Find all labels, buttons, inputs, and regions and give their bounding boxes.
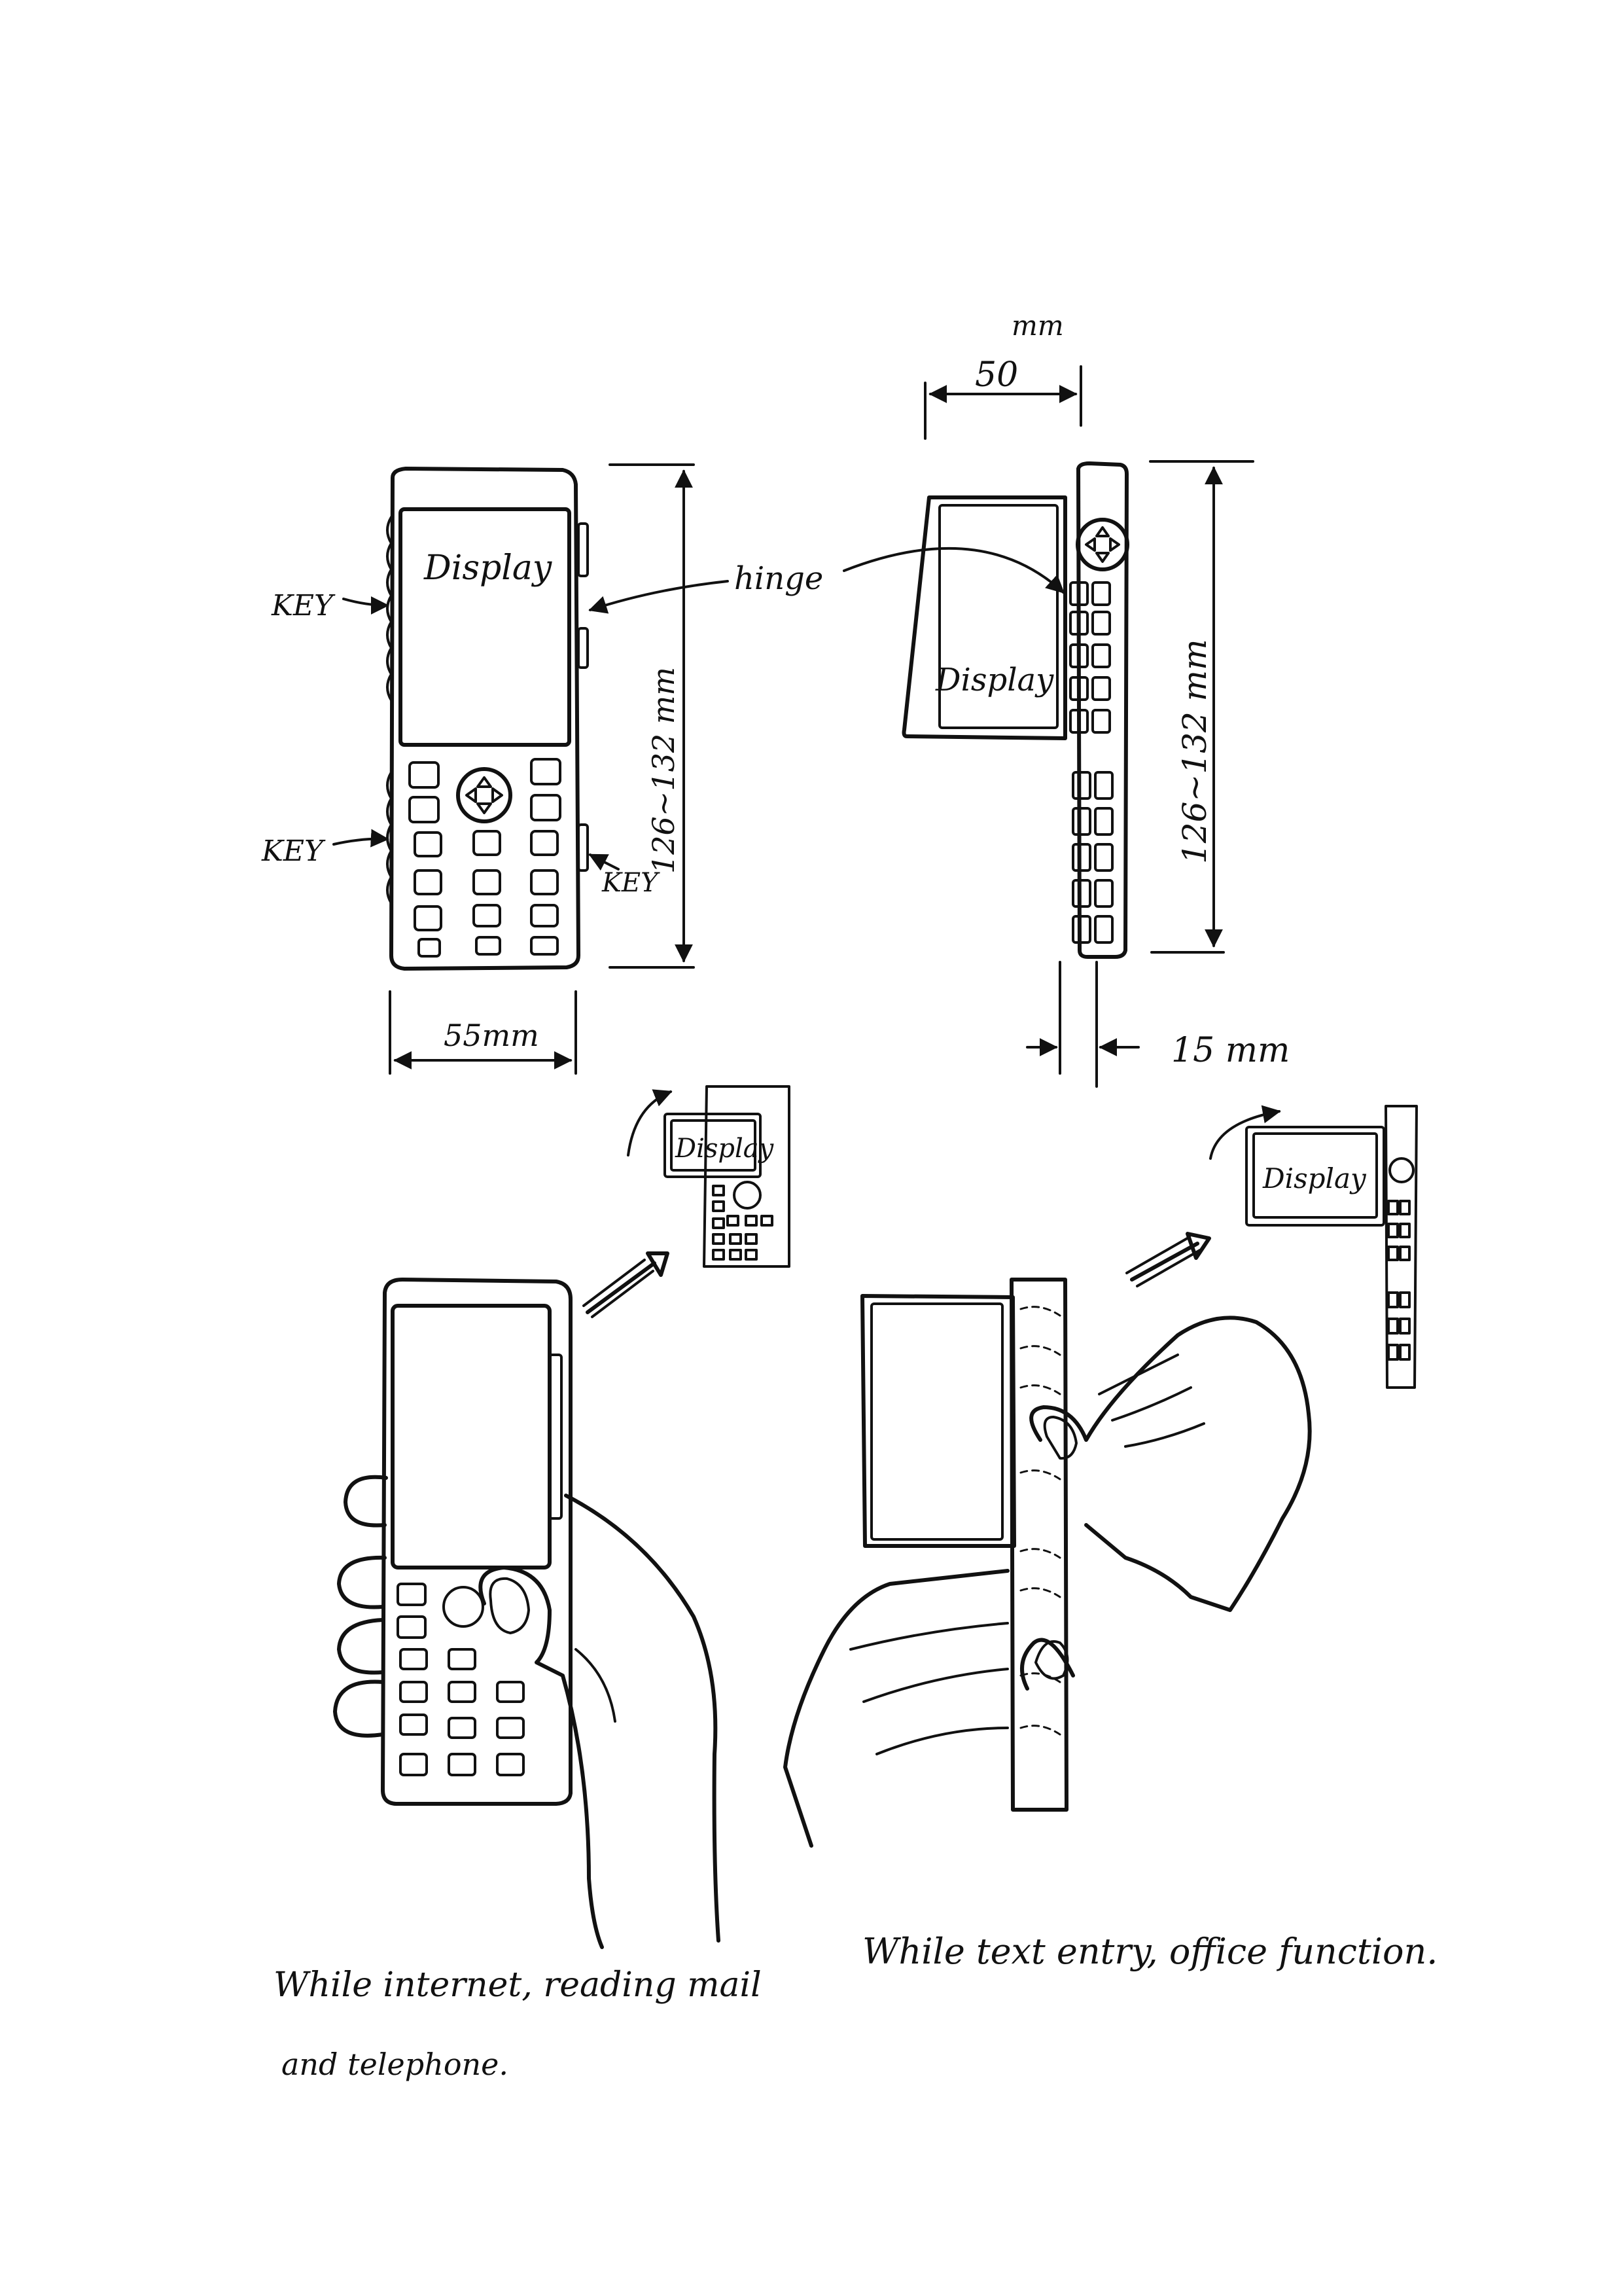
front-width-dimension: 55mm bbox=[389, 990, 577, 1075]
front-width-label: 55mm bbox=[444, 1018, 539, 1053]
front-nav-pad bbox=[456, 767, 512, 823]
front-height-dimension: 126~132 mm bbox=[609, 463, 695, 969]
front-display-label: Display bbox=[423, 548, 552, 588]
hand-holding-phone-sketch bbox=[333, 1278, 720, 1949]
mini-phone-right: Display bbox=[1209, 1105, 1418, 1389]
key-label-right: KEY bbox=[601, 868, 660, 898]
caption-right: While text entry, office function. bbox=[862, 1931, 1438, 1972]
side-view-phone: Display bbox=[902, 461, 1129, 959]
arrow-to-mini-right bbox=[1130, 1232, 1211, 1282]
side-width-dimension: mm 50 bbox=[924, 310, 1082, 440]
front-keypad bbox=[408, 758, 561, 958]
key-label-upper: KEY bbox=[271, 589, 336, 622]
key-label-lower: KEY bbox=[261, 834, 326, 868]
mini-right-display-label: Display bbox=[1262, 1162, 1367, 1194]
front-view-phone: Display bbox=[386, 467, 589, 971]
caption-left-line1: While internet, reading mail bbox=[274, 1965, 762, 2005]
side-height-dimension: 126~132 mm bbox=[1149, 460, 1254, 954]
caption-left-line2: and telephone. bbox=[281, 2047, 508, 2082]
side-width-unit: mm bbox=[1012, 310, 1064, 342]
mini-left-display-label: Display bbox=[675, 1134, 775, 1164]
side-width-value: 50 bbox=[975, 355, 1018, 395]
front-height-label: 126~132 mm bbox=[646, 667, 681, 874]
thickness-label: 15 mm bbox=[1171, 1031, 1290, 1070]
hinge-label: hinge bbox=[734, 560, 823, 597]
side-display-label: Display bbox=[935, 662, 1054, 698]
front-display bbox=[398, 507, 571, 747]
side-keypad bbox=[1069, 581, 1114, 944]
mini-phone-left: Display bbox=[627, 1085, 790, 1268]
arrow-to-mini-left bbox=[586, 1251, 669, 1314]
side-height-label: 126~132 mm bbox=[1176, 639, 1214, 864]
thickness-dimension: 15 mm bbox=[1026, 961, 1290, 1088]
two-hands-sketch bbox=[783, 1278, 1312, 1848]
